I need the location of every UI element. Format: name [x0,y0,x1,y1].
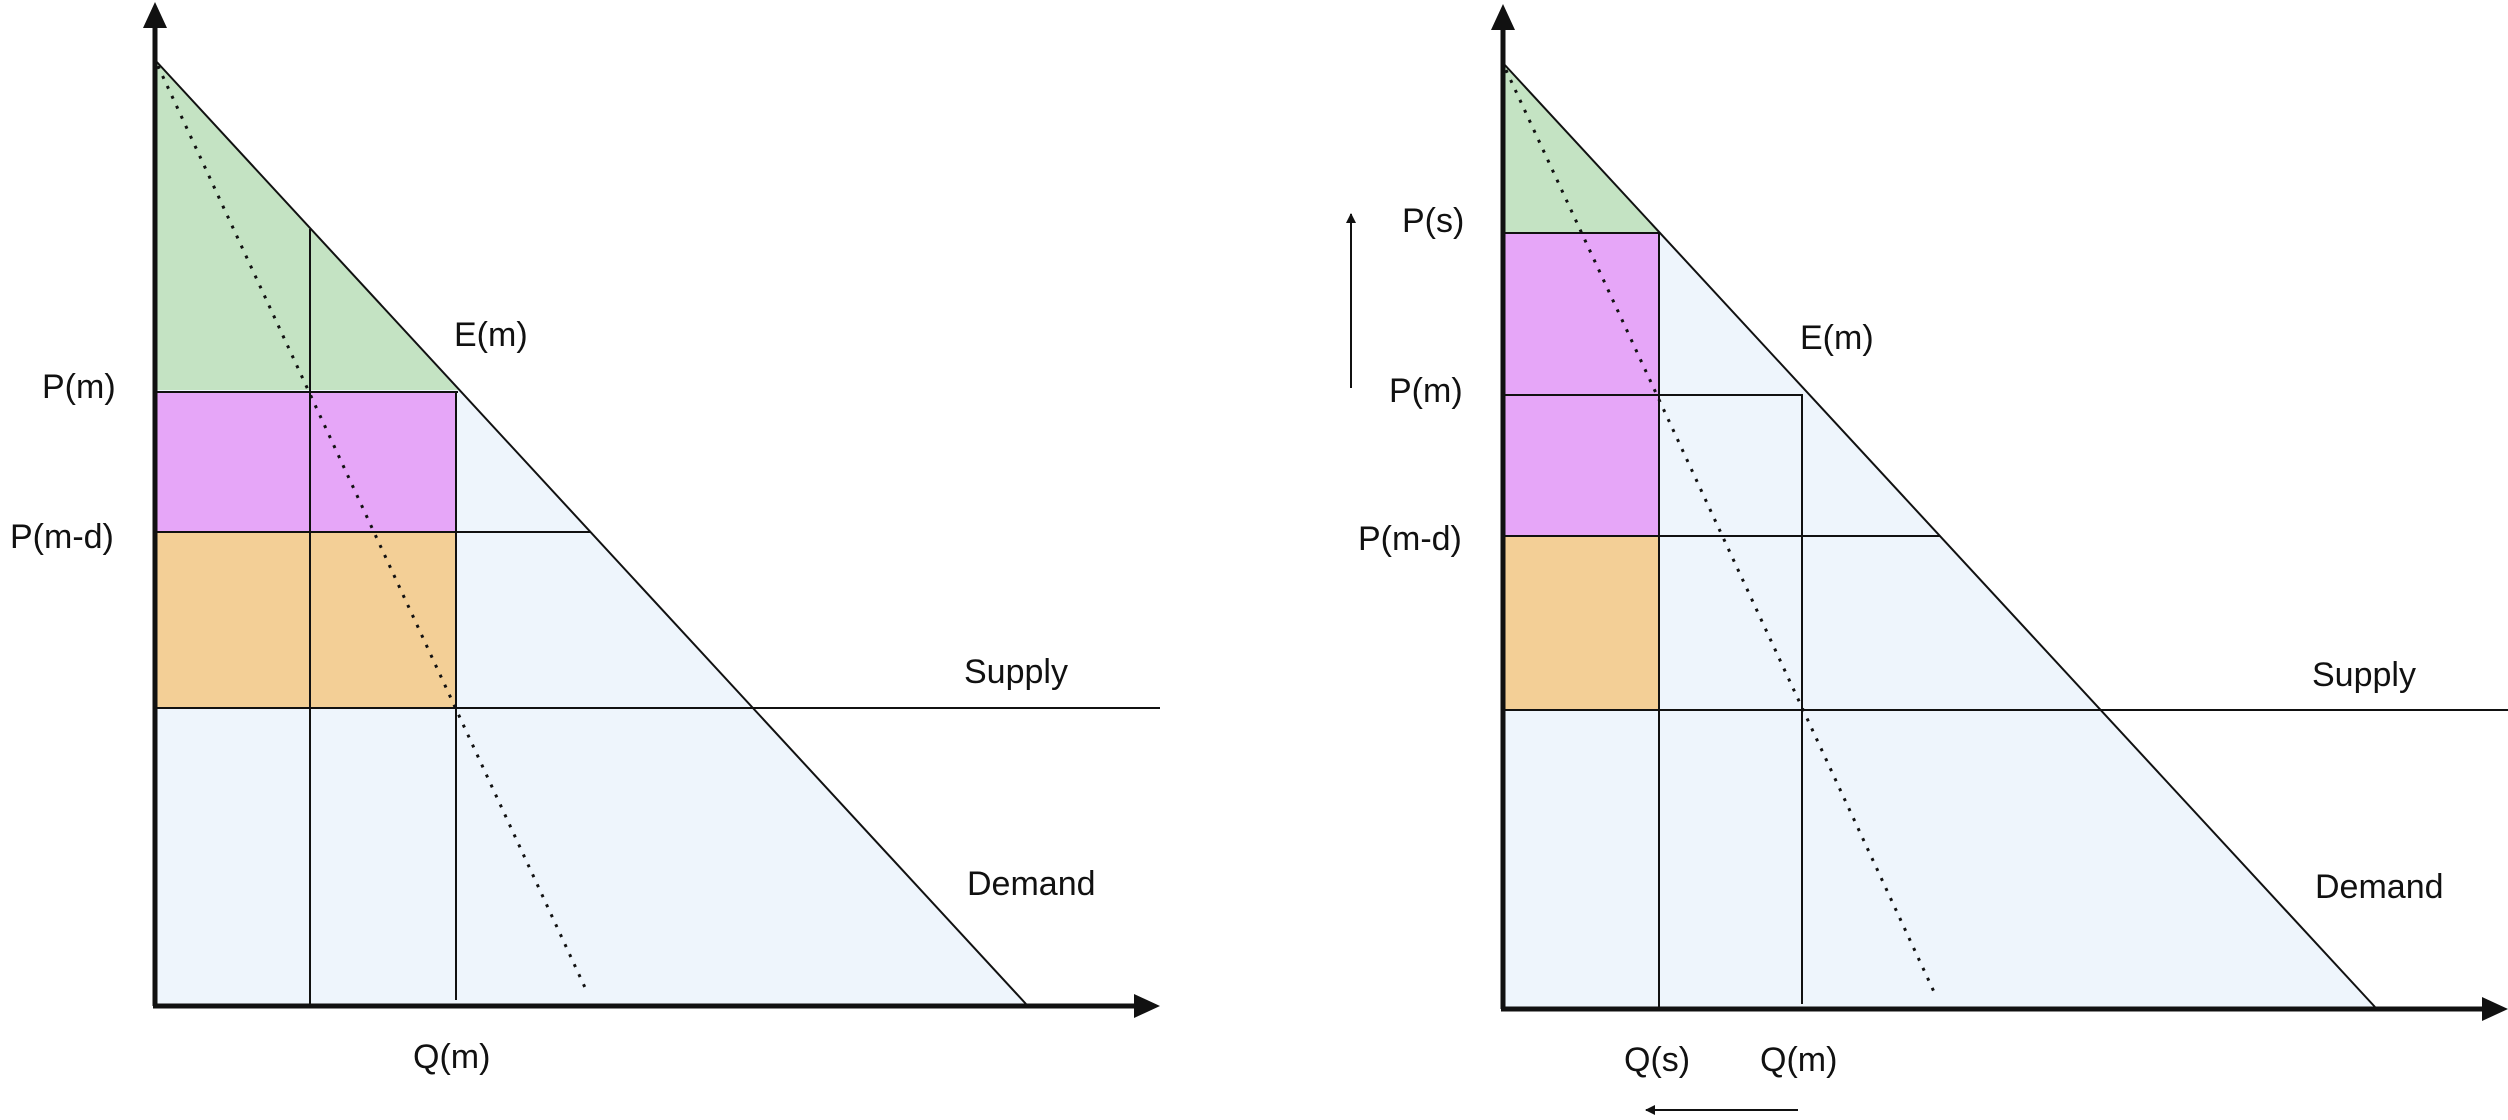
left-x-axis-arrow [1134,994,1160,1018]
left-magenta-rect [155,391,457,531]
right-label-em: E(m) [1800,319,1874,357]
right-diagram: P(s) P(m) P(m-d) E(m) Supply Demand Q(s)… [1346,4,2508,1115]
right-label-demand: Demand [2315,868,2444,906]
right-label-supply: Supply [2312,656,2416,694]
left-label-em: E(m) [454,316,528,354]
left-diagram: P(m) P(m-d) E(m) Supply Demand Q(m) [10,2,1160,1076]
right-label-qm: Q(m) [1760,1041,1837,1079]
right-marginal-revenue-line [1504,69,1937,995]
right-label-pm: P(m) [1389,372,1463,410]
left-label-pm: P(m) [42,368,116,406]
right-label-pmd: P(m-d) [1358,520,1462,558]
right-label-qs: Q(s) [1624,1041,1690,1079]
right-y-axis-arrow [1491,4,1515,30]
left-label-supply: Supply [964,653,1068,691]
right-magenta-rect [1503,233,1658,535]
right-demand-line [1502,62,2376,1008]
left-label-qm: Q(m) [413,1038,490,1076]
left-label-demand: Demand [967,865,1096,903]
left-y-axis-arrow [143,2,167,28]
left-label-pmd: P(m-d) [10,518,114,556]
left-orange-rect [155,533,457,708]
right-label-ps: P(s) [1402,202,1464,240]
left-demand-line [154,59,1027,1005]
right-x-axis-arrow [2482,997,2508,1021]
right-orange-rect [1503,537,1658,710]
